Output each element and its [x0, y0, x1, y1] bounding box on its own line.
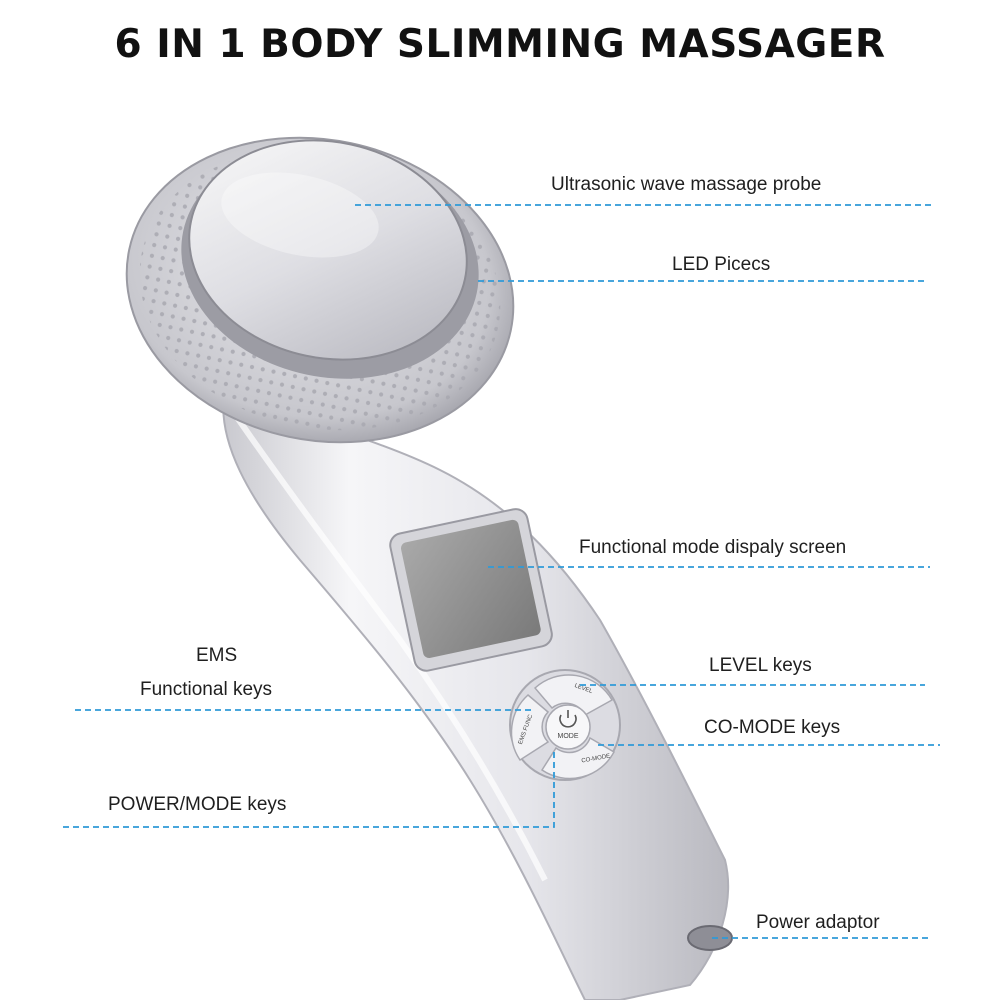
power-adaptor-label: Power adaptor: [756, 912, 880, 933]
power-mode-leader: [63, 750, 555, 828]
button-cluster: MODE LEVEL EMS FUNC CO-MODE: [509, 669, 621, 781]
power-mode-label: POWER/MODE keys: [108, 794, 287, 815]
led-label: LED Picecs: [672, 254, 771, 275]
mode-key-label: MODE: [558, 733, 579, 740]
leader-lines: [63, 204, 940, 939]
display-screen: [389, 508, 553, 672]
co-mode-key-label: CO-MODE: [581, 754, 611, 765]
power-icon: [559, 710, 577, 728]
co-mode-key[interactable]: [540, 736, 616, 780]
probe-head: [125, 136, 515, 444]
comode-label: CO-MODE keys: [704, 717, 841, 738]
device-handle: [222, 388, 729, 1000]
ems-func-key[interactable]: [510, 694, 550, 762]
level-label: LEVEL keys: [709, 655, 812, 676]
screen-label: Functional mode dispaly screen: [579, 537, 847, 558]
ultrasonic-probe: [188, 139, 468, 361]
probe-label: Ultrasonic wave massage probe: [551, 174, 822, 195]
ems-label: EMS: [196, 645, 238, 666]
ems-functional-keys-label: Functional keys: [140, 679, 273, 700]
page-title: 6 IN 1 BODY SLIMMING MASSAGER: [114, 22, 886, 67]
